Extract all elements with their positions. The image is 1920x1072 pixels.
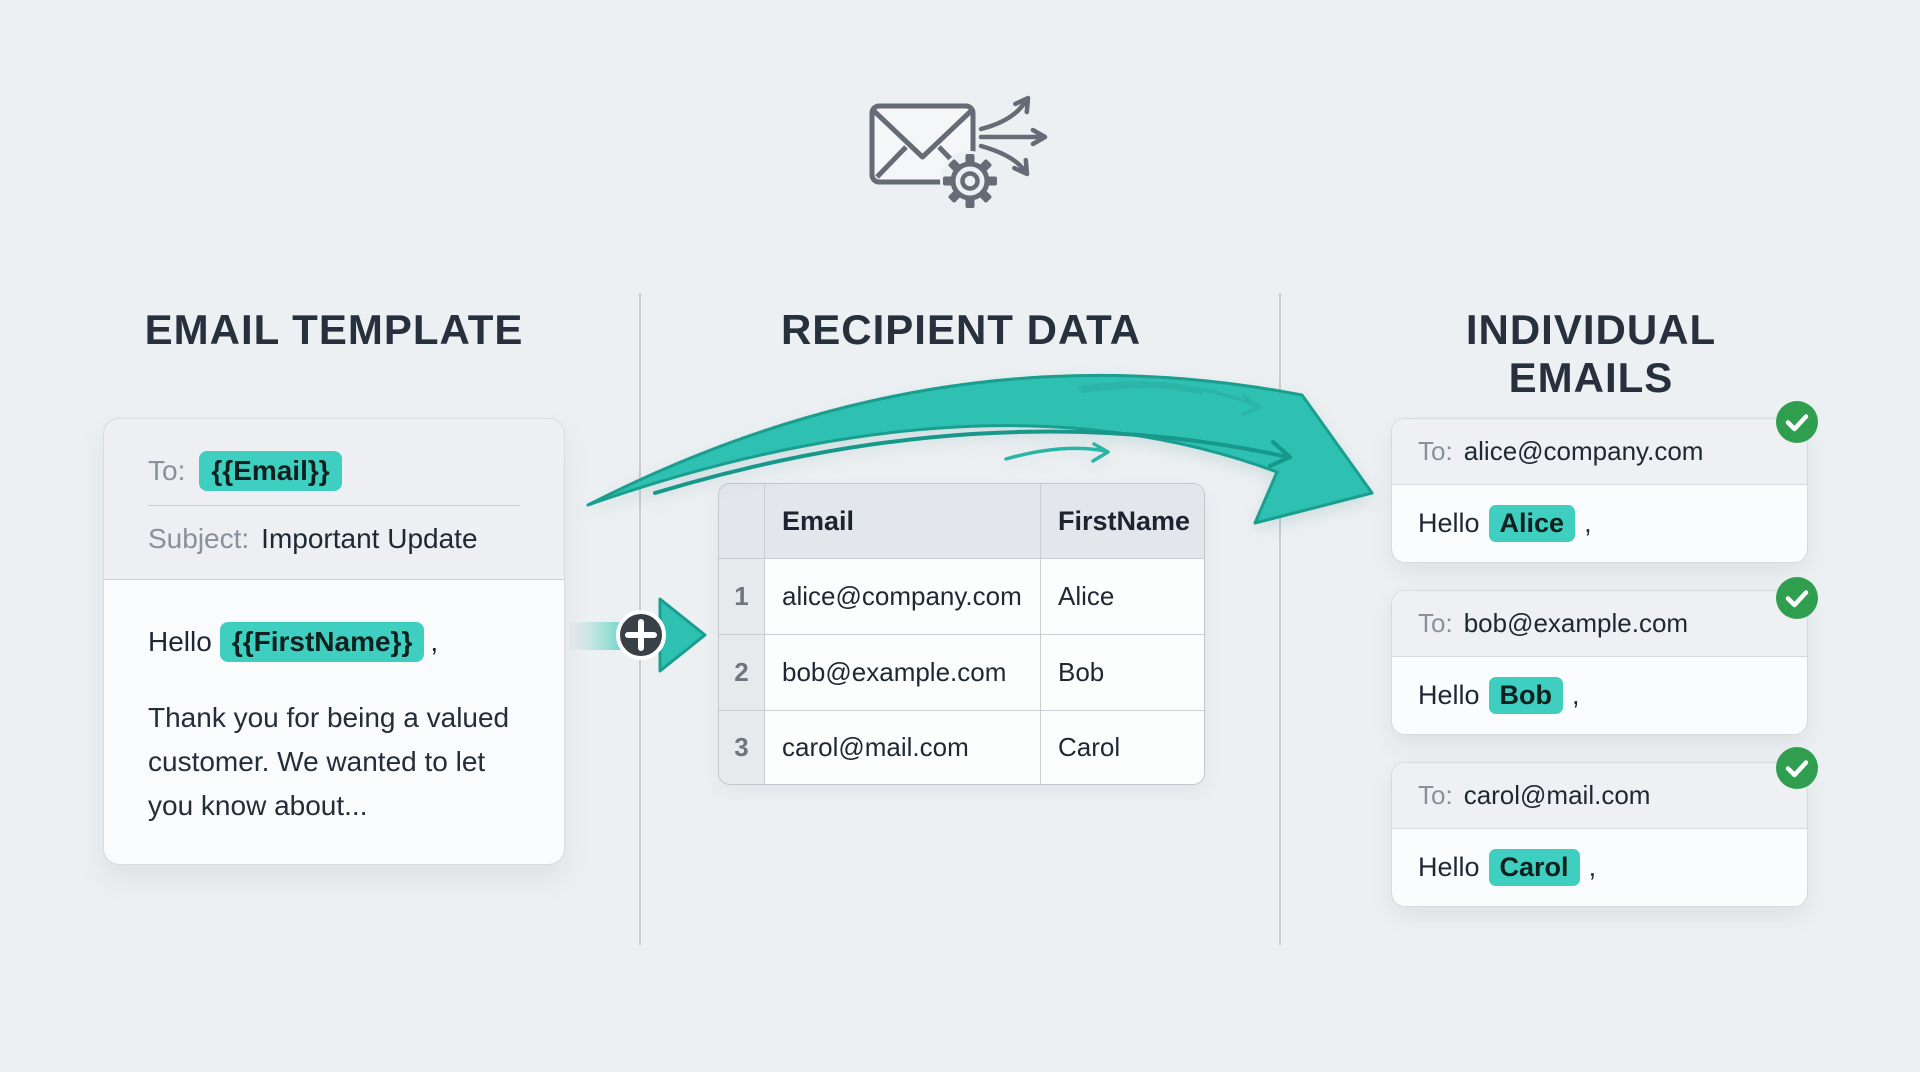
merged-name-chip: Bob [1488, 676, 1564, 715]
email-card-header: To: carol@mail.com [1392, 763, 1807, 829]
greeting-prefix: Hello [1418, 508, 1480, 538]
row-number: 3 [719, 711, 765, 784]
firstname-placeholder-chip: {{FirstName}} [219, 622, 425, 663]
row-number: 1 [719, 559, 765, 635]
gear-icon [940, 151, 1000, 211]
to-address: alice@company.com [1463, 436, 1704, 466]
table-corner-cell [719, 484, 765, 559]
email-card-body: Hello Carol , [1392, 829, 1807, 906]
section-title-email-template: EMAIL TEMPLATE [144, 306, 524, 353]
to-label: To: [1418, 608, 1453, 638]
email-placeholder-chip: {{Email}} [199, 451, 342, 492]
individual-email-card: To: bob@example.com Hello Bob , [1391, 590, 1808, 735]
body-line: you know about... [148, 790, 368, 822]
accent-arrow-upper [1078, 381, 1262, 416]
body-line: customer. We wanted to let [148, 746, 486, 778]
greeting-suffix: , [430, 626, 439, 658]
subject-label: Subject: [148, 523, 250, 555]
column-header-email: Email [765, 484, 1041, 559]
cell-email: carol@mail.com [765, 711, 1041, 784]
section-title-individual-emails: INDIVIDUAL EMAILS [1465, 306, 1717, 401]
row-number: 2 [719, 635, 765, 711]
to-address: carol@mail.com [1463, 780, 1651, 810]
to-address: bob@example.com [1463, 608, 1689, 638]
email-card-body: Hello Bob , [1392, 657, 1807, 734]
email-card-header: To: bob@example.com [1392, 591, 1807, 657]
greeting-suffix: , [1588, 852, 1597, 882]
check-icon [1776, 577, 1818, 619]
check-icon [1776, 401, 1818, 443]
merge-connector [570, 597, 707, 673]
email-template-card: To: {{Email}} Subject: Important Update … [103, 418, 565, 865]
column-divider [1279, 293, 1281, 945]
greeting-prefix: Hello [148, 626, 212, 658]
greeting-prefix: Hello [1418, 852, 1480, 882]
cell-firstname: Bob [1041, 635, 1204, 711]
template-card-header: To: {{Email}} Subject: Important Update [104, 419, 564, 578]
individual-email-card: To: carol@mail.com Hello Carol , [1391, 762, 1808, 907]
cell-firstname: Carol [1041, 711, 1204, 784]
cell-email: alice@company.com [765, 559, 1041, 635]
greeting-prefix: Hello [1418, 680, 1480, 710]
cell-email: bob@example.com [765, 635, 1041, 711]
connector-arrowhead [658, 597, 707, 673]
email-card-header: To: alice@company.com [1392, 419, 1807, 485]
recipient-data-table: Email FirstName 1 alice@company.com Alic… [718, 483, 1205, 785]
connector-tail [570, 622, 622, 650]
envelope-gear-fanout-icon [869, 95, 1048, 211]
merged-name-chip: Carol [1488, 848, 1580, 887]
column-header-firstname: FirstName [1041, 484, 1204, 559]
greeting-suffix: , [1572, 680, 1580, 710]
inner-arrow-line [653, 429, 1292, 495]
check-icon [1776, 747, 1818, 789]
merged-name-chip: Alice [1488, 504, 1576, 543]
cell-firstname: Alice [1041, 559, 1204, 635]
email-card-body: Hello Alice , [1392, 485, 1807, 562]
to-label: To: [1418, 436, 1453, 466]
individual-email-card: To: alice@company.com Hello Alice , [1391, 418, 1808, 563]
greeting-suffix: , [1584, 508, 1592, 538]
fanout-arrows-icon [978, 95, 1048, 177]
template-card-body: Hello {{FirstName}} , Thank you for bein… [104, 579, 564, 864]
body-line: Thank you for being a valued [148, 702, 510, 734]
merge-swoosh-arrow [586, 373, 1374, 525]
header-divider [148, 505, 520, 507]
accent-arrow-middle [1004, 442, 1110, 463]
template-body-text: Thank you for being a valued customer. W… [148, 696, 520, 828]
to-label: To: [148, 455, 186, 487]
to-label: To: [1418, 780, 1453, 810]
section-title-recipient-data: RECIPIENT DATA [780, 306, 1142, 353]
subject-value: Important Update [261, 523, 478, 555]
